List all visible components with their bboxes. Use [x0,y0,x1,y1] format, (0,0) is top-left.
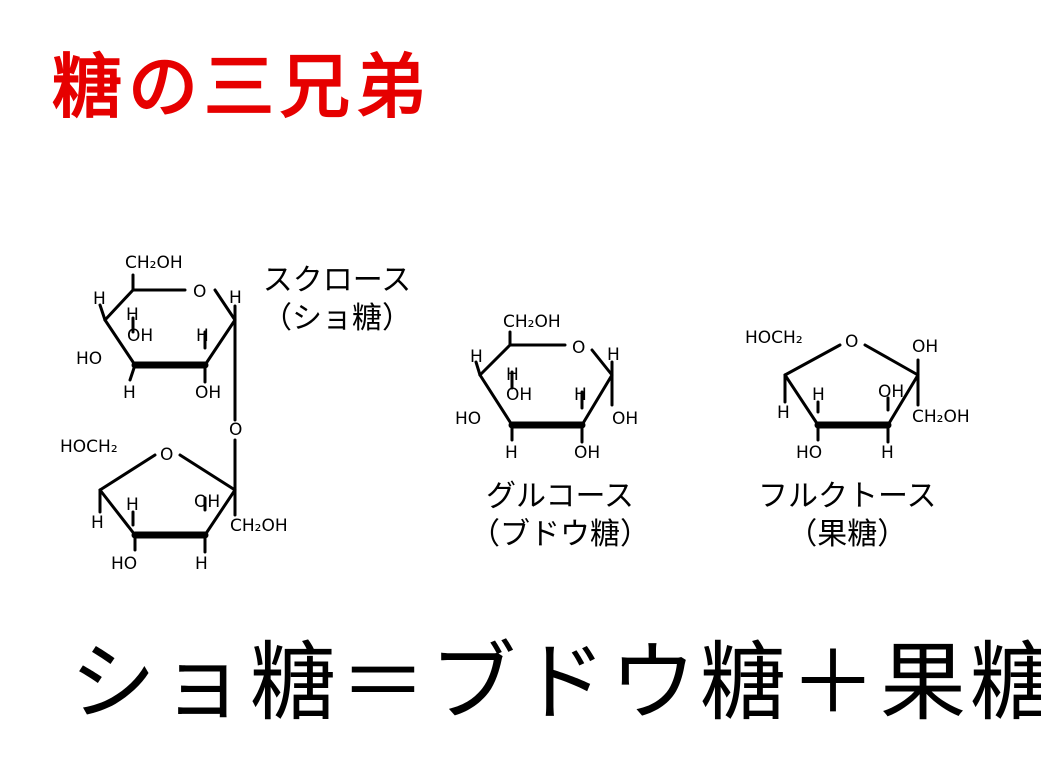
atom-ch2oh: CH₂OH [912,407,970,427]
atom-h: H [607,345,620,365]
fructose-label: フルクトース （果糖） [758,478,937,554]
atom-h: H [91,513,104,533]
atom-h: H [812,385,825,405]
sucrose-atom-labels: CH₂OH O H H H OH H HO H OH O HOCH₂ O H O… [60,253,288,574]
atom-glycosidic-oxygen: O [229,420,242,440]
atom-oh: OH [574,443,600,463]
sucrose-fructose-ring [98,438,237,554]
atom-h: H [505,443,518,463]
atom-ring-oxygen: O [160,445,173,465]
fructose-ring [783,343,920,444]
atom-oh: OH [878,382,904,402]
atom-hoch2: HOCH₂ [745,328,803,348]
atom-h: H [123,383,136,403]
atom-h: H [195,554,208,574]
atom-ch2oh: CH₂OH [125,253,183,273]
atom-h: H [196,326,209,346]
atom-oh: OH [194,492,220,512]
atom-ho: HO [111,554,137,574]
sucrose-name: スクロース [262,263,412,298]
atom-h: H [470,347,483,367]
atom-h: H [93,289,106,309]
atom-oh: OH [912,337,938,357]
atom-ho: HO [796,443,822,463]
glucose-label: グルコース （ブドウ糖） [470,478,650,554]
glucose-name: グルコース [486,479,634,514]
atom-oh: OH [506,385,532,405]
glucose-alias: （ブドウ糖） [470,517,650,552]
atom-h: H [881,443,894,463]
atom-ring-oxygen: O [845,332,858,352]
atom-oh: OH [195,383,221,403]
glucose-atom-labels: CH₂OH O H H H OH H OH HO H OH [455,312,638,463]
atom-oh: OH [127,326,153,346]
atom-ch2oh: CH₂OH [503,312,561,332]
glucose-ring [474,330,614,444]
sucrose-alias: （ショ糖） [262,301,412,336]
atom-h: H [126,495,139,515]
fructose-atom-labels: HOCH₂ O OH H OH H CH₂OH HO H [745,328,970,463]
atom-hoch2: HOCH₂ [60,437,118,457]
sugar-equation: ショ糖＝ブドウ糖＋果糖 [70,633,1041,733]
atom-ch2oh: CH₂OH [230,516,288,536]
atom-h: H [229,288,242,308]
fructose-alias: （果糖） [787,517,908,552]
sucrose-glucose-ring [98,273,237,422]
atom-h: H [574,385,587,405]
atom-h: H [126,305,139,325]
atom-h: H [506,365,519,385]
atom-ring-oxygen: O [193,282,206,302]
fructose-name: フルクトース [758,479,937,514]
page-title: 糖の三兄弟 [52,46,432,128]
atom-h: H [777,403,790,423]
atom-ho: HO [455,409,481,429]
atom-ho: HO [76,349,102,369]
atom-ring-oxygen: O [572,338,585,358]
atom-oh: OH [612,409,638,429]
sucrose-label: スクロース （ショ糖） [262,262,412,338]
